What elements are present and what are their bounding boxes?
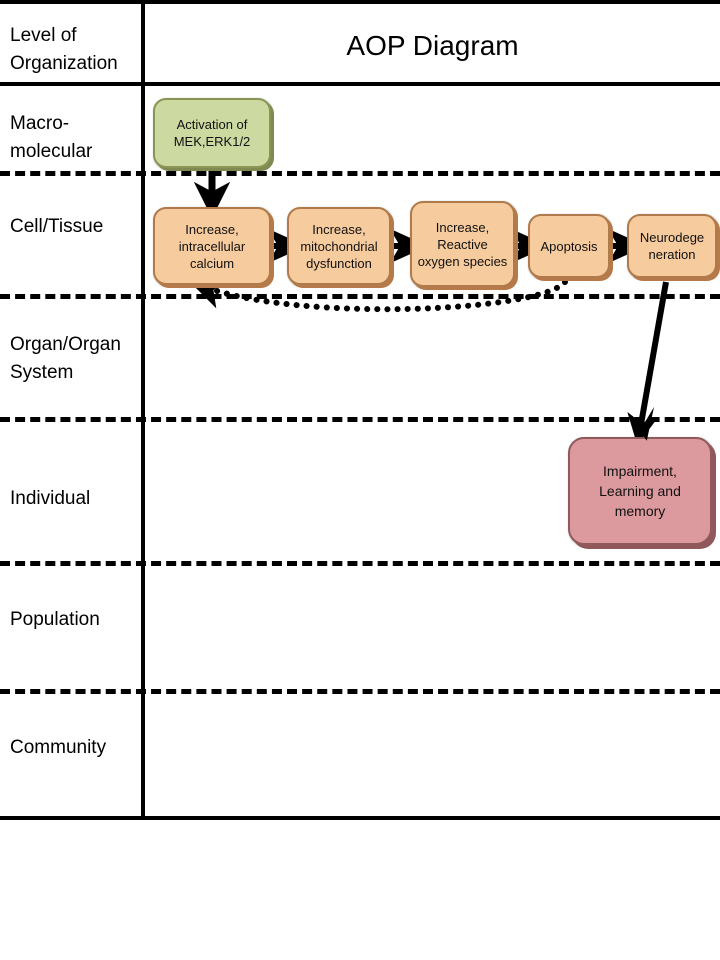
header-separator-line (0, 82, 720, 86)
row-divider-cell-tissue (0, 294, 720, 299)
arrowhead-mie-to-ke1 (199, 185, 225, 206)
page-title: AOP Diagram (346, 30, 519, 61)
row-label-individual: Individual (10, 488, 91, 509)
node-increase-intracellular-calcium[interactable]: Increase, intracellular calcium (153, 207, 271, 285)
row-label-macro-molecular: Macro-molecular (10, 113, 93, 162)
row-divider-organ-system (0, 417, 720, 422)
table-bottom-border (0, 816, 720, 820)
row-divider-individual (0, 561, 720, 566)
level-of-organization-label: Level of Organization (10, 25, 118, 74)
row-label-population: Population (10, 609, 100, 630)
node-impairment-learning-and-memory[interactable]: Impairment, Learning and memory (568, 437, 712, 545)
column-divider-line (141, 0, 145, 820)
node-increase-mitochondrial-dysfunction[interactable]: Increase, mitochondrial dysfunction (287, 207, 391, 285)
node-activation-mek-erk[interactable]: Activation of MEK,ERK1/2 (153, 98, 271, 168)
node-increase-reactive-oxygen-species[interactable]: Increase, Reactive oxygen species (410, 201, 515, 287)
row-divider-macromolecular (0, 171, 720, 176)
row-label-organ-organ-system: Organ/Organ System (10, 334, 121, 383)
table-top-border (0, 0, 720, 4)
row-divider-population (0, 689, 720, 694)
node-apoptosis[interactable]: Apoptosis (528, 214, 610, 278)
row-label-cell-tissue: Cell/Tissue (10, 216, 104, 237)
row-label-community: Community (10, 737, 107, 758)
node-neurodegeneration[interactable]: Neurodege neration (627, 214, 717, 278)
edge-ke5-to-ao (627, 281, 669, 446)
